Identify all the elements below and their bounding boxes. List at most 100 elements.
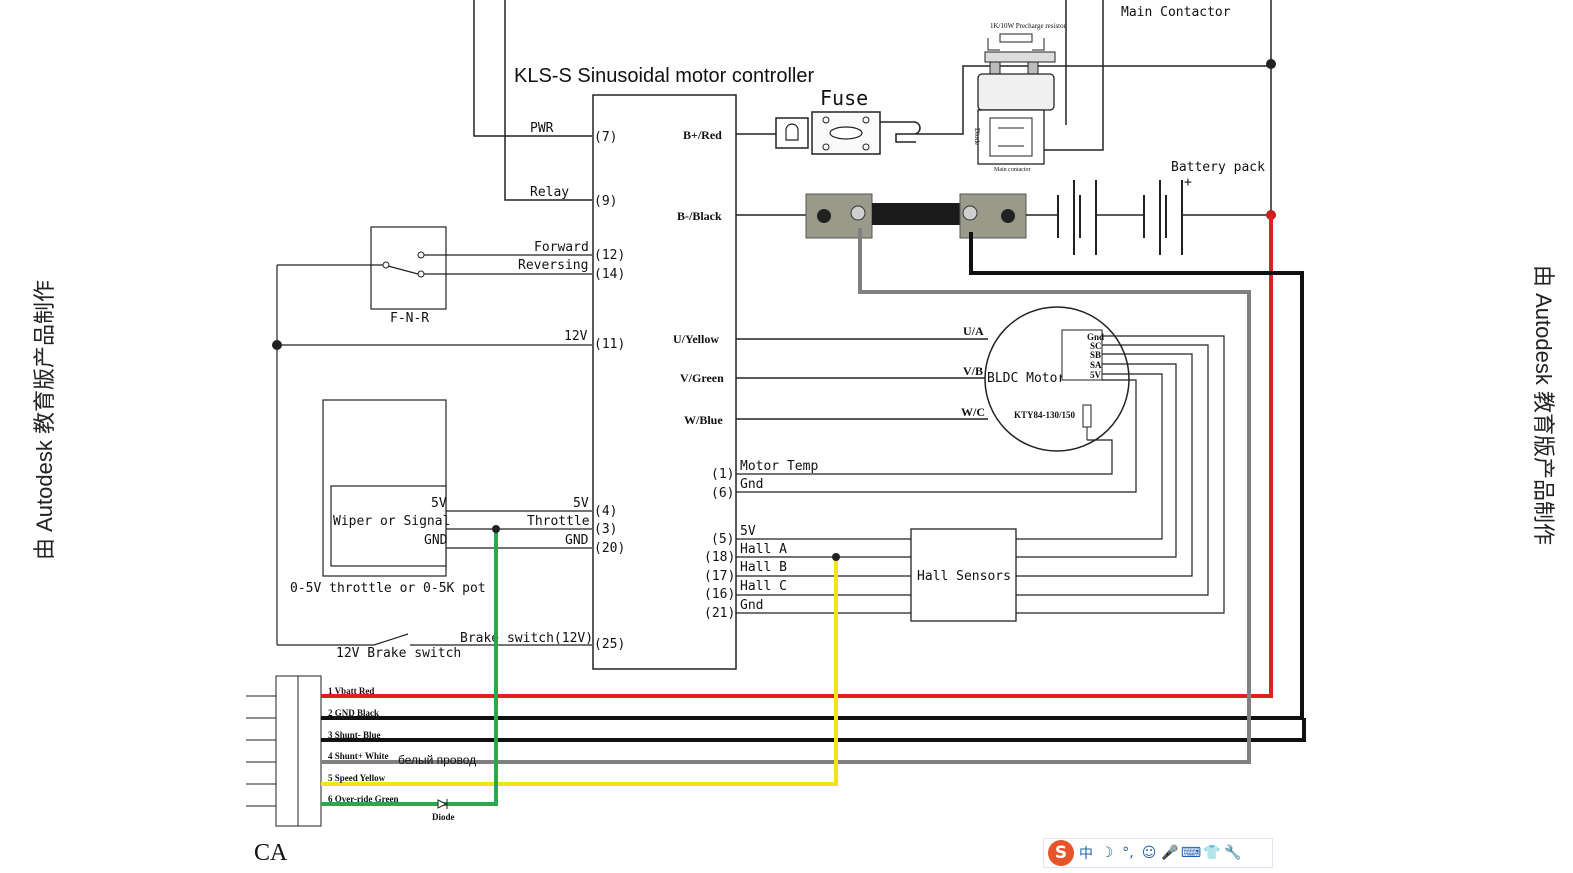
sensor-pin-1: (1) bbox=[711, 467, 734, 482]
wire-label-6: 6 Over-ride Green bbox=[328, 794, 398, 804]
sensor-pin-17: (17) bbox=[704, 569, 735, 584]
pin-label-throttle: Throttle bbox=[527, 514, 590, 529]
phase-v-label: V/B bbox=[963, 364, 983, 378]
pin-label-u: U/Yellow bbox=[673, 332, 719, 346]
sensor-name-gnd-2: Gnd bbox=[740, 598, 763, 613]
pin-label-5v: 5V bbox=[573, 496, 589, 511]
pin-label-reversing: Reversing bbox=[518, 258, 588, 273]
sogou-logo-icon[interactable]: S bbox=[1048, 840, 1074, 866]
pin-label-brake: Brake switch(12V) bbox=[460, 631, 593, 646]
moon-icon[interactable]: ☽ bbox=[1100, 845, 1114, 861]
pwr-wire bbox=[473, 0, 592, 137]
kty-label: KTY84-130/150 bbox=[1014, 410, 1076, 420]
pin-label-bplus: B+/Red bbox=[683, 128, 722, 142]
sensor-pin-21: (21) bbox=[704, 606, 735, 621]
ca-connector-icon bbox=[246, 675, 322, 827]
chinese-mode-icon[interactable]: 中 bbox=[1079, 846, 1093, 862]
pin-num-pwr: (7) bbox=[594, 130, 617, 145]
hall-sensors-box bbox=[910, 528, 1017, 622]
main-contactor-icon: 1K/10W Precharge resistor Diode Main con… bbox=[973, 22, 1067, 173]
pin-num-5v: (4) bbox=[594, 504, 617, 519]
fnr-forward-terminal bbox=[417, 251, 425, 259]
keyboard-icon[interactable]: ⌨ bbox=[1180, 845, 1202, 861]
diode-label: Diode bbox=[432, 812, 455, 822]
emoji-icon[interactable]: ☺ bbox=[1141, 845, 1157, 861]
contactor-junction bbox=[1266, 59, 1276, 69]
wire-label-2: 2 GND Black bbox=[328, 708, 379, 718]
pin-num-12v: (11) bbox=[594, 337, 625, 352]
pin-num-brake: (25) bbox=[594, 637, 625, 652]
throttle-caption: 0-5V throttle or 0-5K pot bbox=[290, 581, 486, 596]
black-gnd-wire bbox=[321, 232, 1304, 720]
ime-toolbar[interactable]: S 中 ☽ °, ☺ 🎤 ⌨ 👕 🔧 bbox=[1043, 838, 1273, 868]
relay-wire bbox=[504, 0, 592, 201]
battery-pack-icon bbox=[1057, 180, 1183, 255]
brake-switch-blade bbox=[373, 633, 409, 646]
grey-shunt-plus-wire bbox=[321, 228, 1251, 764]
battery-pack-label: Battery pack bbox=[1171, 160, 1265, 175]
wire-label-5: 5 Speed Yellow bbox=[328, 773, 386, 783]
fnr-lever bbox=[387, 265, 419, 275]
wiper-or-signal-label: Wiper or Signal bbox=[333, 514, 450, 529]
microphone-icon[interactable]: 🎤 bbox=[1161, 845, 1179, 861]
punctuation-icon[interactable]: °, bbox=[1122, 845, 1134, 861]
ca-label: CA bbox=[254, 840, 288, 866]
fuse-icon bbox=[775, 111, 921, 155]
main-contactor-label: Main Contactor bbox=[1121, 5, 1231, 20]
shunt-icon bbox=[805, 193, 1027, 239]
motor-connector bbox=[1061, 329, 1103, 381]
motor-conn-gnd: Gnd bbox=[1087, 332, 1104, 342]
motor-conn-sb: SB bbox=[1090, 350, 1101, 360]
12v-junction bbox=[272, 340, 282, 350]
sensor-name-5v: 5V bbox=[740, 524, 756, 539]
diagram-title: KLS-S Sinusoidal motor controller bbox=[514, 65, 814, 87]
black-shunt-wire bbox=[321, 718, 1306, 742]
wire-label-1: 1 Vbatt Red bbox=[328, 686, 374, 696]
fuse-label: Fuse bbox=[820, 86, 868, 110]
speed-junction bbox=[832, 553, 840, 561]
fnr-label: F-N-R bbox=[390, 311, 429, 326]
pin-num-reversing: (14) bbox=[594, 267, 625, 282]
settings-wrench-icon[interactable]: 🔧 bbox=[1224, 845, 1242, 861]
precharge-label: 1K/10W Precharge resistor bbox=[990, 22, 1067, 30]
pin-label-pwr: PWR bbox=[530, 121, 554, 136]
pot-5v-label: 5V bbox=[431, 496, 447, 511]
pin-label-gnd: GND bbox=[565, 533, 589, 548]
main-contactor-small-label: Main contactor bbox=[994, 167, 1031, 173]
hall-controller-wires bbox=[736, 538, 911, 614]
pin-label-bminus: B-/Black bbox=[677, 209, 722, 223]
sensor-pin-18: (18) bbox=[704, 550, 735, 565]
yellow-speed-wire bbox=[321, 557, 838, 786]
fnr-common-terminal bbox=[382, 261, 390, 269]
pin-label-12v: 12V bbox=[564, 329, 588, 344]
skin-icon[interactable]: 👕 bbox=[1203, 845, 1221, 861]
controller-box bbox=[592, 94, 737, 670]
sensor-name-hall-c: Hall C bbox=[740, 579, 787, 594]
pin-label-v: V/Green bbox=[680, 371, 724, 385]
motor-conn-sc: SC bbox=[1090, 341, 1102, 351]
phase-w-label: W/C bbox=[961, 405, 985, 419]
autodesk-watermark-right: 由 Autodesk 教育版产品制作 bbox=[1531, 265, 1556, 545]
pin-num-forward: (12) bbox=[594, 248, 625, 263]
hall-sensors-label: Hall Sensors bbox=[917, 569, 1011, 584]
wire-label-4: 4 Shunt+ White bbox=[328, 751, 388, 761]
sensor-pin-16: (16) bbox=[704, 587, 735, 602]
sensor-pin-6: (6) bbox=[711, 486, 734, 501]
sensor-name-hall-b: Hall B bbox=[740, 560, 787, 575]
sensor-name-motor-temp: Motor Temp bbox=[740, 459, 818, 474]
motor-conn-5v: 5V bbox=[1090, 370, 1102, 380]
white-wire-label: белый провод bbox=[398, 753, 476, 767]
pin-num-gnd: (20) bbox=[594, 541, 625, 556]
fnr-switch-box bbox=[370, 226, 447, 310]
sensor-pin-5: (5) bbox=[711, 532, 734, 547]
sensor-name-gnd-1: Gnd bbox=[740, 477, 763, 492]
green-override-wire bbox=[321, 529, 498, 806]
diode-small-label: Diode bbox=[973, 128, 981, 145]
kty-sensor-icon bbox=[1082, 404, 1092, 428]
fnr-reverse-terminal bbox=[417, 270, 425, 278]
sensor-name-hall-a: Hall A bbox=[740, 542, 787, 557]
pin-num-relay: (9) bbox=[594, 194, 617, 209]
contactor-lead-b bbox=[1040, 0, 1104, 151]
override-junction bbox=[492, 525, 500, 533]
